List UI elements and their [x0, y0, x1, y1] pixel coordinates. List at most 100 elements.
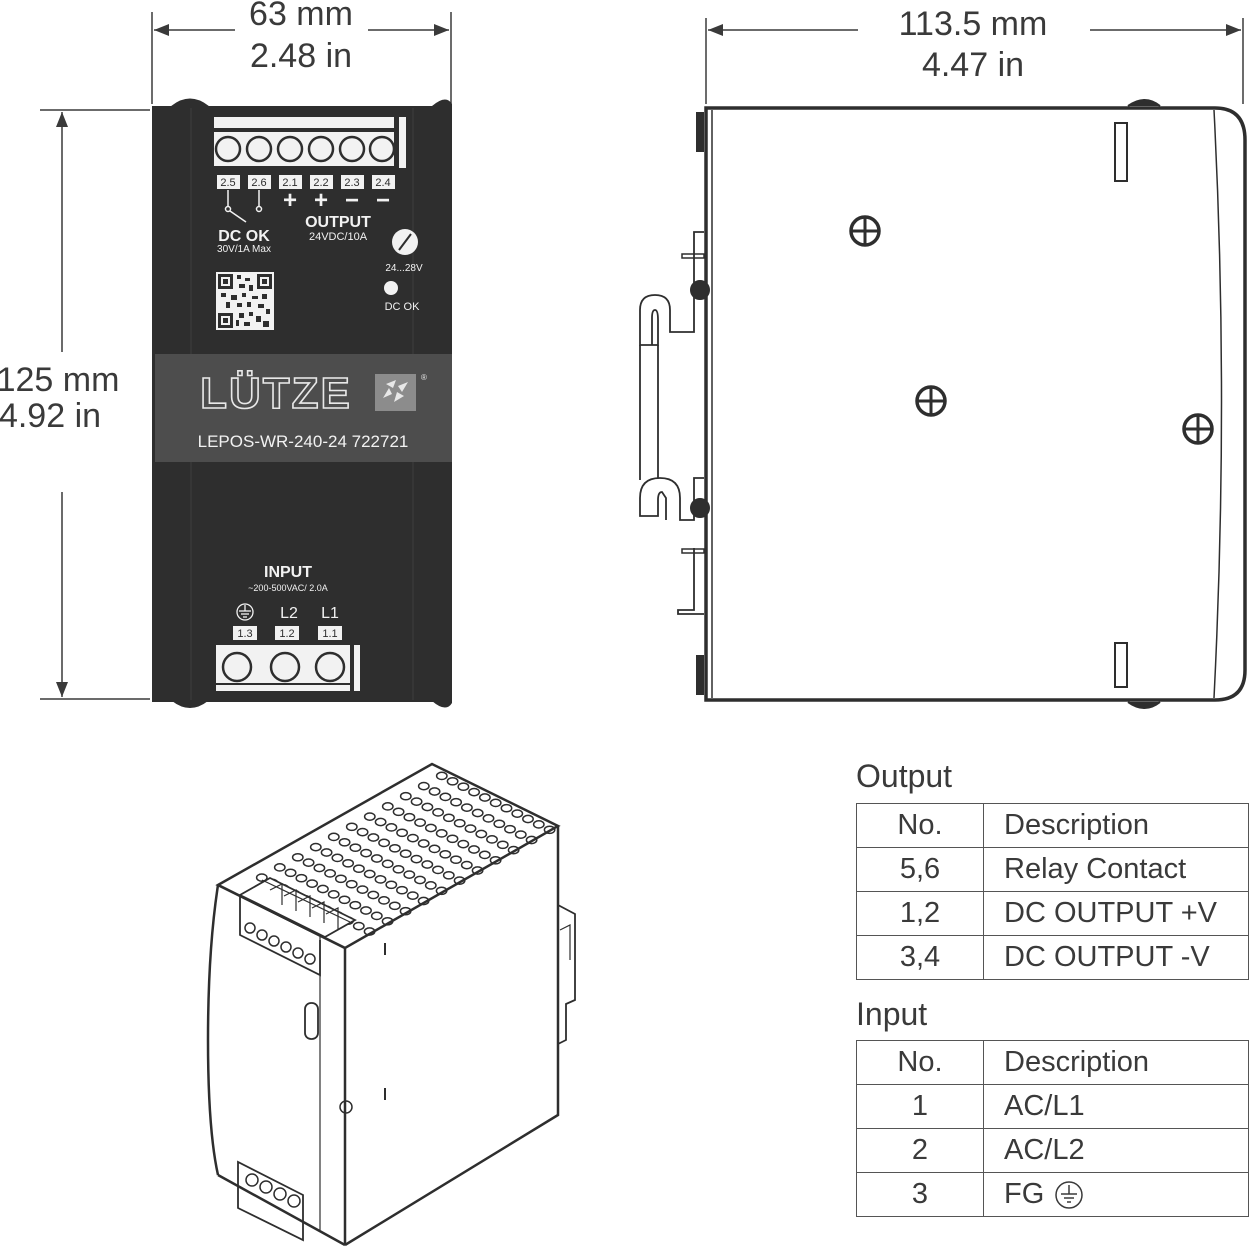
- vent-hole: [388, 843, 401, 853]
- vent-hole: [295, 873, 308, 883]
- vent-hole: [360, 906, 372, 915]
- output-terminal-labels: 2.5 2.6 2.1 2.2 2.3 2.4: [217, 175, 395, 189]
- vent-hole: [478, 850, 491, 860]
- vent-hole: [468, 787, 481, 797]
- input-label-l1: L1: [321, 605, 339, 622]
- row-no: 5,6: [856, 847, 984, 892]
- vent-hole: [313, 863, 326, 873]
- vent-hole: [392, 807, 405, 817]
- vent-hole: [421, 860, 434, 869]
- terminal-1-3: 1.3: [237, 628, 252, 640]
- vent-hole: [381, 859, 394, 869]
- terminal-1-2: 1.2: [279, 628, 294, 640]
- vent-hole: [255, 873, 268, 882]
- screw-icon: [915, 385, 947, 417]
- vent-hole: [428, 844, 441, 854]
- vent-hole: [406, 833, 419, 843]
- vent-hole: [478, 793, 491, 802]
- table-row: 3 FG: [856, 1172, 1249, 1217]
- row-description-cell: FG: [983, 1172, 1249, 1217]
- vent-hole: [392, 864, 405, 874]
- vent-hole: [514, 830, 527, 839]
- ground-icon: [236, 603, 254, 621]
- vent-hole: [446, 834, 459, 844]
- row-description: FG: [1004, 1178, 1045, 1210]
- front-width-in: 2.48 in: [250, 37, 352, 75]
- vent-hole: [471, 866, 484, 875]
- side-view: [639, 99, 1247, 709]
- vent-hole: [435, 771, 448, 781]
- vent-hole: [428, 787, 441, 796]
- table-row: 3,4 DC OUTPUT -V: [856, 935, 1249, 980]
- vent-hole: [417, 839, 430, 848]
- vent-hole: [403, 870, 416, 879]
- vent-hole: [410, 797, 423, 806]
- output-table-title: Output: [856, 758, 953, 794]
- vent-hole: [504, 824, 516, 834]
- vent-hole: [374, 875, 387, 884]
- vent-hole: [435, 829, 448, 838]
- model-number: LEPOS-WR-240-24 722721: [198, 432, 409, 451]
- table-row: 2 AC/L2: [856, 1128, 1249, 1173]
- vent-hole: [511, 809, 524, 818]
- table-row: 1 AC/L1: [856, 1084, 1249, 1129]
- vent-hole: [439, 792, 452, 802]
- table-row: 5,6 Relay Contact: [856, 847, 1249, 892]
- input-terminal-block: [216, 645, 360, 691]
- input-table-title: Input: [856, 996, 928, 1032]
- polarity-plus-1: +: [283, 187, 297, 214]
- vent-hole: [324, 869, 337, 878]
- led-indicator: [384, 281, 398, 295]
- terminal-1-1: 1.1: [322, 628, 337, 640]
- vent-hole: [385, 880, 398, 890]
- terminal-2-4: 2.4: [375, 177, 390, 189]
- terminal-2-5: 2.5: [220, 177, 235, 189]
- vent-hole: [424, 881, 437, 890]
- header-description: Description: [983, 803, 1249, 848]
- output-terminal-block: [214, 117, 406, 168]
- vent-hole: [435, 886, 448, 896]
- vent-hole: [453, 876, 466, 885]
- output-table: No. Description 5,6 Relay Contact 1,2 DC…: [856, 803, 1249, 980]
- vent-hole: [450, 855, 462, 865]
- brand-logo: LÜTZE ®: [199, 368, 427, 419]
- relay-contact-icon: [224, 190, 263, 223]
- header-no: No.: [856, 803, 984, 848]
- led-label: DC OK: [385, 301, 421, 313]
- vent-hole: [327, 832, 340, 842]
- height-dimension: [40, 109, 150, 700]
- header-description: Description: [983, 1040, 1249, 1085]
- table-row: 1,2 DC OUTPUT +V: [856, 891, 1249, 936]
- dc-ok-title: DC OK: [218, 228, 270, 245]
- vent-hole: [388, 901, 401, 911]
- terminal-2-3: 2.3: [344, 177, 359, 189]
- vent-hole: [309, 842, 322, 852]
- vent-hole: [525, 835, 538, 845]
- vent-hole: [432, 808, 445, 817]
- front-width-mm: 63 mm: [249, 0, 353, 33]
- table-header-row: No. Description: [856, 1040, 1249, 1085]
- row-no: 2: [856, 1128, 984, 1173]
- row-no: 3,4: [856, 935, 984, 980]
- vent-hole: [349, 900, 362, 910]
- vent-hole: [442, 813, 455, 823]
- row-no: 3: [856, 1172, 984, 1217]
- terminal-2-6: 2.6: [251, 177, 266, 189]
- vent-hole: [414, 818, 427, 827]
- vent-hole: [468, 845, 480, 854]
- input-label-l2: L2: [280, 605, 298, 622]
- vent-hole: [374, 817, 387, 827]
- vent-hole: [522, 814, 534, 824]
- screw-icon: [849, 215, 881, 247]
- vent-hole: [338, 837, 351, 847]
- vent-hole: [320, 848, 333, 857]
- vent-hole: [493, 819, 506, 829]
- vent-hole: [439, 849, 452, 859]
- polarity-minus-1: −: [345, 187, 359, 214]
- qr-code: [216, 272, 274, 330]
- depth-in: 4.47 in: [922, 46, 1024, 84]
- row-no: 1,2: [856, 891, 984, 936]
- vent-hole: [273, 863, 286, 872]
- vent-hole: [486, 835, 498, 844]
